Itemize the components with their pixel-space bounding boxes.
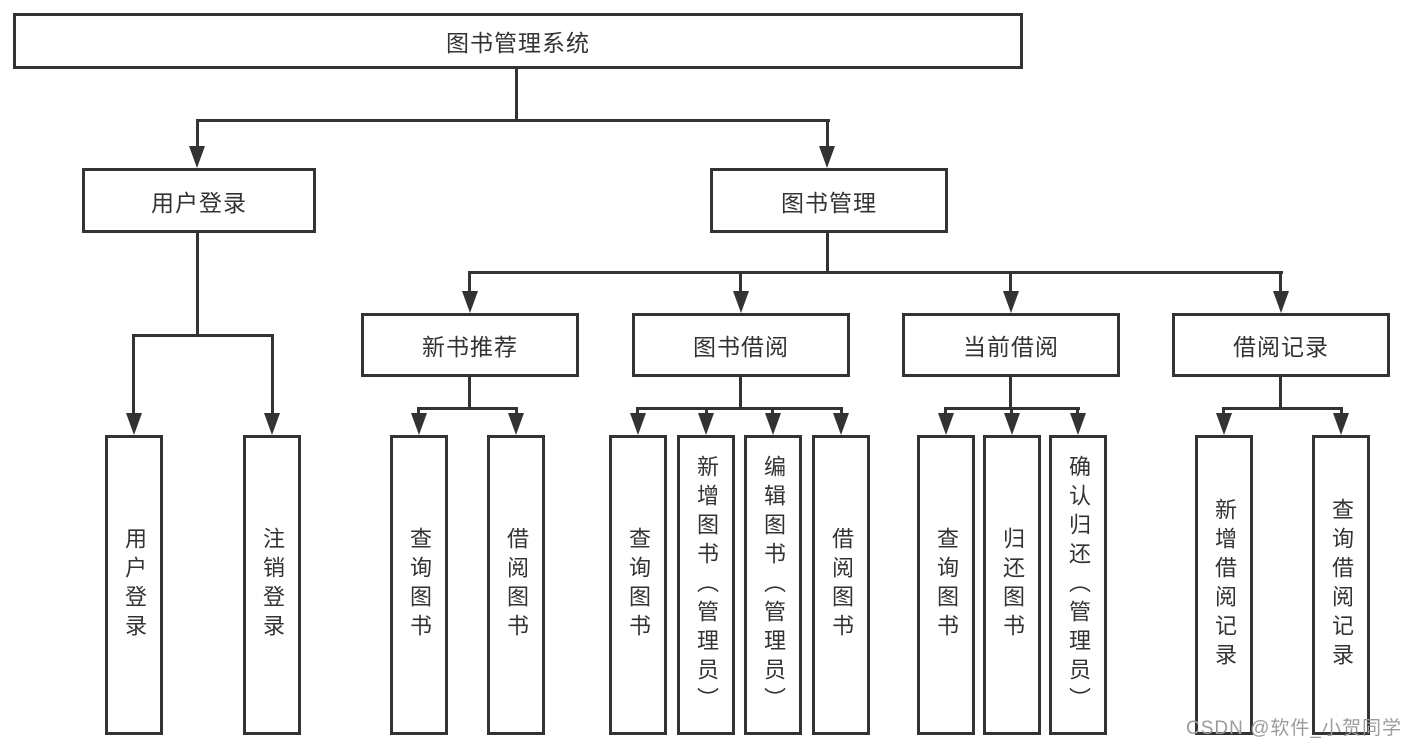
node-book-management: 图书管理 [710, 168, 948, 233]
connector-mgmt-stub [826, 233, 829, 273]
leaf-query-books-2: 查询图书 [609, 435, 667, 735]
arrow-down-icon [765, 413, 781, 435]
connector-mini [636, 407, 639, 416]
connector-drop-user-child2 [271, 334, 274, 416]
node-book-borrow: 图书借阅 [632, 313, 850, 377]
arrow-down-icon [1333, 413, 1349, 435]
arrow-down-icon [1070, 413, 1086, 435]
connector-drop-group1 [468, 271, 471, 295]
arrow-down-icon [462, 291, 478, 313]
connector-drop-group2 [739, 271, 742, 295]
connector-mini [1340, 407, 1343, 416]
arrow-down-icon [938, 413, 954, 435]
watermark-text: CSDN @软件_小贺同学 [1186, 718, 1402, 739]
leaf-query-books-1: 查询图书 [390, 435, 448, 735]
node-current-borrow: 当前借阅 [902, 313, 1120, 377]
arrow-down-icon [1004, 413, 1020, 435]
connector-mini [771, 407, 774, 416]
connector-mini [1222, 407, 1225, 416]
arrow-down-icon [819, 146, 835, 168]
connector-mini [1076, 407, 1079, 416]
arrow-down-icon [1216, 413, 1232, 435]
connector-drop-user [196, 119, 199, 149]
leaf-add-books-admin: 新增图书（管理员） [677, 435, 735, 735]
connector-group2-stub [739, 377, 742, 410]
node-new-book-recommend: 新书推荐 [361, 313, 579, 377]
connector-group1-stub [468, 377, 471, 410]
connector-drop-group3 [1009, 271, 1012, 295]
arrow-down-icon [698, 413, 714, 435]
connector-mini [417, 407, 420, 416]
arrow-down-icon [1273, 291, 1289, 313]
connector-group3-stub [1009, 377, 1012, 410]
leaf-query-borrow-record: 查询借阅记录 [1312, 435, 1370, 735]
arrow-down-icon [264, 413, 280, 435]
node-root: 图书管理系统 [13, 13, 1023, 69]
connector-mini [515, 407, 518, 416]
arrow-down-icon [733, 291, 749, 313]
connector-group4-stub [1279, 377, 1282, 410]
arrow-down-icon [508, 413, 524, 435]
connector-mini [705, 407, 708, 416]
connector-drop-group4 [1279, 271, 1282, 295]
connector-user-bar [132, 334, 274, 337]
arrow-down-icon [411, 413, 427, 435]
arrow-down-icon [126, 413, 142, 435]
arrow-down-icon [189, 146, 205, 168]
arrow-down-icon [1003, 291, 1019, 313]
connector-mgmt-bar [468, 271, 1283, 274]
leaf-return-books: 归还图书 [983, 435, 1041, 735]
connector-group2-bar [636, 407, 843, 410]
leaf-add-borrow-record: 新增借阅记录 [1195, 435, 1253, 735]
leaf-edit-books-admin: 编辑图书（管理员） [744, 435, 802, 735]
connector-drop-user-child1 [132, 334, 135, 416]
connector-drop-mgmt [826, 119, 829, 149]
connector-group4-bar [1222, 407, 1343, 410]
connector-mini [840, 407, 843, 416]
node-user-login: 用户登录 [82, 168, 316, 233]
arrow-down-icon [630, 413, 646, 435]
connector-mini [1010, 407, 1013, 416]
connector-level1-bar [196, 119, 830, 122]
leaf-user-login: 用户登录 [105, 435, 163, 735]
node-borrow-records: 借阅记录 [1172, 313, 1390, 377]
connector-group1-bar [417, 407, 518, 410]
leaf-logout: 注销登录 [243, 435, 301, 735]
leaf-borrow-books-1: 借阅图书 [487, 435, 545, 735]
arrow-down-icon [833, 413, 849, 435]
connector-mini [944, 407, 947, 416]
connector-user-stub [196, 233, 199, 337]
leaf-confirm-return-admin: 确认归还（管理员） [1049, 435, 1107, 735]
leaf-borrow-books-2: 借阅图书 [812, 435, 870, 735]
leaf-query-books-3: 查询图书 [917, 435, 975, 735]
connector-root-stub [515, 69, 518, 121]
